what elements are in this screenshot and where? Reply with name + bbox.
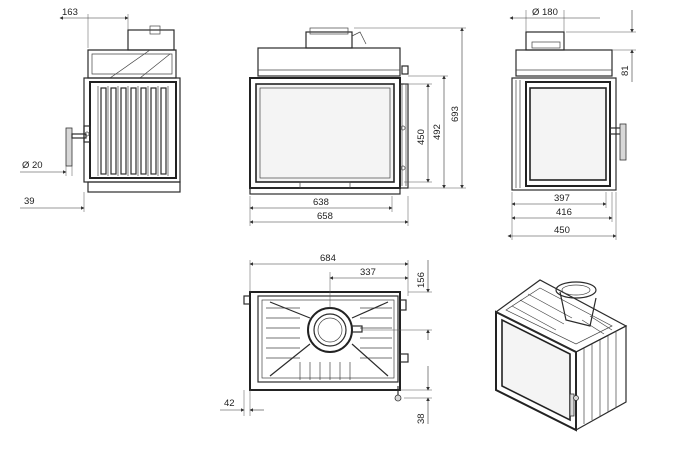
dim-side-450: 450 [554,225,570,236]
dim-front-492: 492 [432,124,443,140]
left-side-view: 163 Ø 20 39 [20,7,181,212]
front-view: 638 658 450 492 693 [249,27,466,226]
dim-side-397: 397 [554,193,570,204]
dim-front-638: 638 [313,197,329,208]
dim-side-81: 81 [620,65,631,76]
dim-left-163: 163 [62,7,78,18]
dim-side-flue: Ø 180 [532,7,558,18]
knob-icon [394,386,402,402]
dim-top-337: 337 [360,267,376,278]
front-glass [255,83,395,183]
dim-front-658: 658 [317,211,333,222]
dim-left-pipe: Ø 20 [22,160,43,171]
top-view: 684 337 156 38 42 [220,253,432,424]
side-glass [529,87,607,181]
dim-side-416: 416 [556,207,572,218]
dim-top-38: 38 [416,413,427,424]
dim-left-39: 39 [24,196,35,207]
dim-top-156: 156 [416,272,427,288]
right-side-view: Ø 180 81 397 416 450 [507,7,636,240]
dim-front-450: 450 [416,129,427,145]
dim-top-42: 42 [224,398,235,409]
dim-front-693: 693 [450,106,461,122]
isometric-view [494,279,628,432]
dim-top-684: 684 [320,253,336,264]
